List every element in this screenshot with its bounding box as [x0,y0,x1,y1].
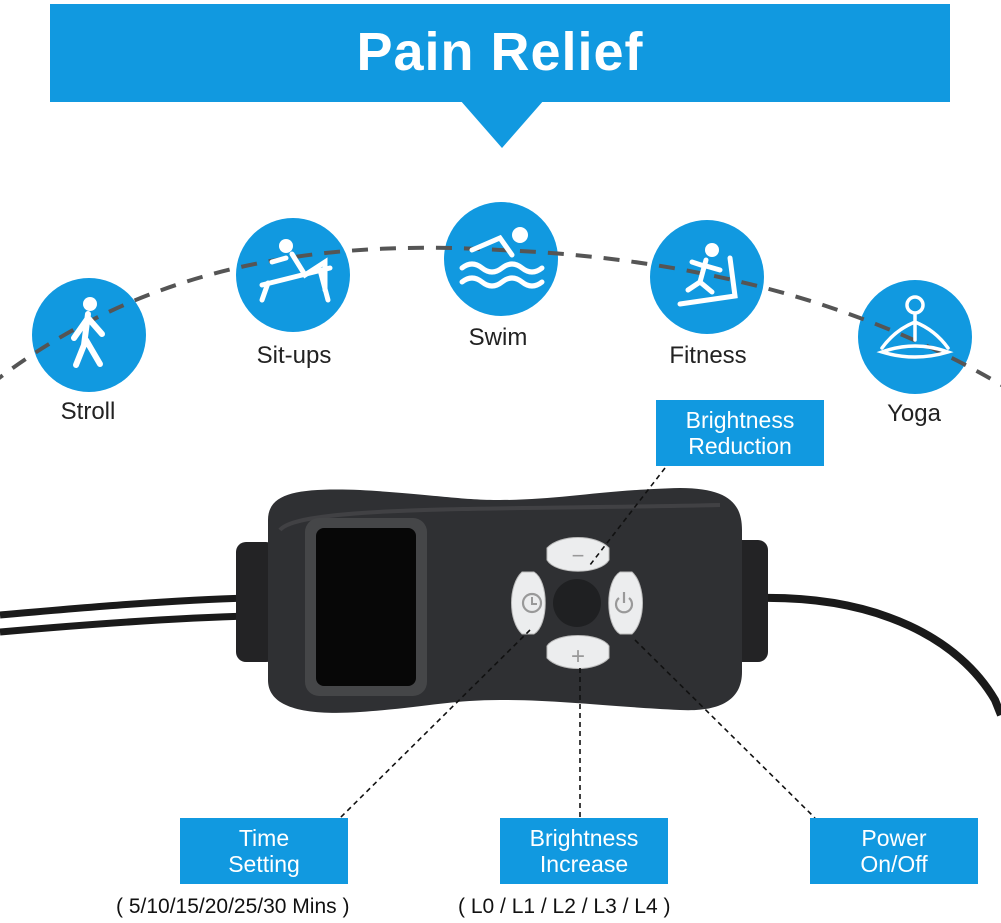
brightness-level-options: ( L0 / L1 / L2 / L3 / L4 ) [458,895,671,918]
callout-brightness-reduction-line1: Brightness [685,407,795,433]
callout-power-line1: Power [861,825,927,851]
callout-time-setting: Time Setting [180,818,348,884]
timer-button[interactable] [511,571,546,635]
plus-button-glyph: + [571,643,585,670]
callout-power-line2: On/Off [860,851,928,877]
page-title: Pain Relief [356,22,644,82]
minus-button[interactable]: − [546,537,610,572]
dashed-arc [0,245,1001,388]
left-cable-second [0,612,251,636]
activity-stroll-circle [32,278,146,392]
power-icon [614,592,634,614]
callout-brightness-increase-line1: Brightness [529,825,639,851]
activity-label-stroll: Stroll [60,398,116,425]
sit-up-bench-icon [259,239,333,303]
activity-label-fitness: Fitness [669,342,747,369]
treadmill-runner-icon [677,243,738,307]
activity-label-swim: Swim [468,324,528,351]
callout-time-setting-line1: Time [238,825,290,851]
plus-button[interactable]: + [546,635,610,671]
activity-label-yoga: Yoga [887,400,941,427]
callout-brightness-reduction: Brightness Reduction [656,400,824,466]
title-banner [50,4,950,102]
time-setting-options: ( 5/10/15/20/25/30 Mins ) [116,895,350,918]
right-cable [759,593,1001,717]
callout-brightness-increase-line2: Increase [539,851,629,877]
callout-brightness-reduction-line2: Reduction [688,433,792,459]
callout-power: Power On/Off [810,818,978,884]
minus-button-glyph: − [572,543,585,568]
banner-pointer [460,100,544,148]
callout-brightness-increase: Brightness Increase [500,818,668,884]
swimmer-icon [459,227,545,289]
power-button[interactable] [608,571,643,635]
activity-swim-circle [444,202,558,316]
clock-icon [521,592,543,614]
activity-label-situps: Sit-ups [256,342,332,369]
left-cable [0,594,251,619]
callout-time-setting-line2: Setting [228,851,300,877]
center-hub [553,579,601,627]
display-screen [316,528,416,686]
left-strain-relief [236,542,276,662]
activity-fitness-circle [650,220,764,334]
leader-lines [339,467,816,819]
yoga-meditation-icon [876,295,954,359]
body-highlight [278,503,721,532]
walking-person-icon [71,297,105,368]
